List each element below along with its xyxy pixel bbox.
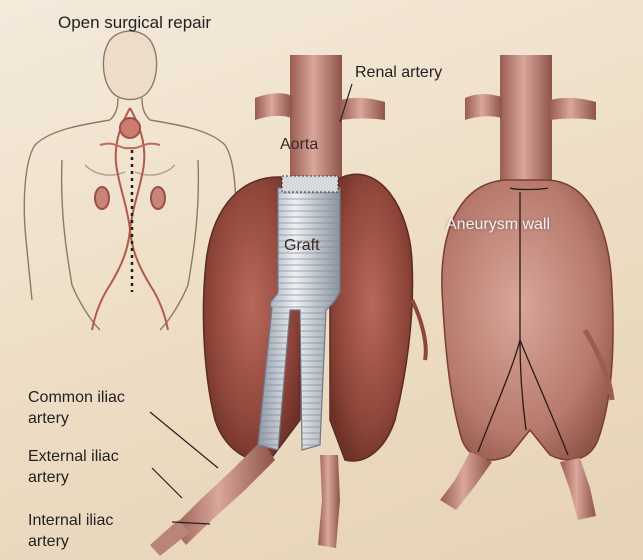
title: Open surgical repair (58, 12, 211, 33)
label-external-iliac-line1: External iliac (28, 446, 119, 467)
body-vessels (92, 108, 168, 330)
label-common-iliac-line1: Common iliac (28, 387, 125, 408)
label-aneurysm-wall: Aneurysm wall (446, 214, 550, 235)
leader-common-iliac (150, 412, 218, 468)
label-renal-artery: Renal artery (355, 62, 442, 83)
label-common-iliac-line2: artery (28, 408, 69, 429)
iliac-legs-right (440, 452, 596, 520)
label-internal-iliac-line1: Internal iliac (28, 510, 113, 531)
aorta-top-right (465, 55, 596, 180)
label-aorta: Aorta (280, 134, 318, 155)
label-graft: Graft (284, 235, 320, 256)
leader-external-iliac (152, 468, 182, 498)
label-internal-iliac-line2: artery (28, 531, 69, 552)
iliac-legs-middle (150, 440, 340, 556)
label-external-iliac-line2: artery (28, 467, 69, 488)
